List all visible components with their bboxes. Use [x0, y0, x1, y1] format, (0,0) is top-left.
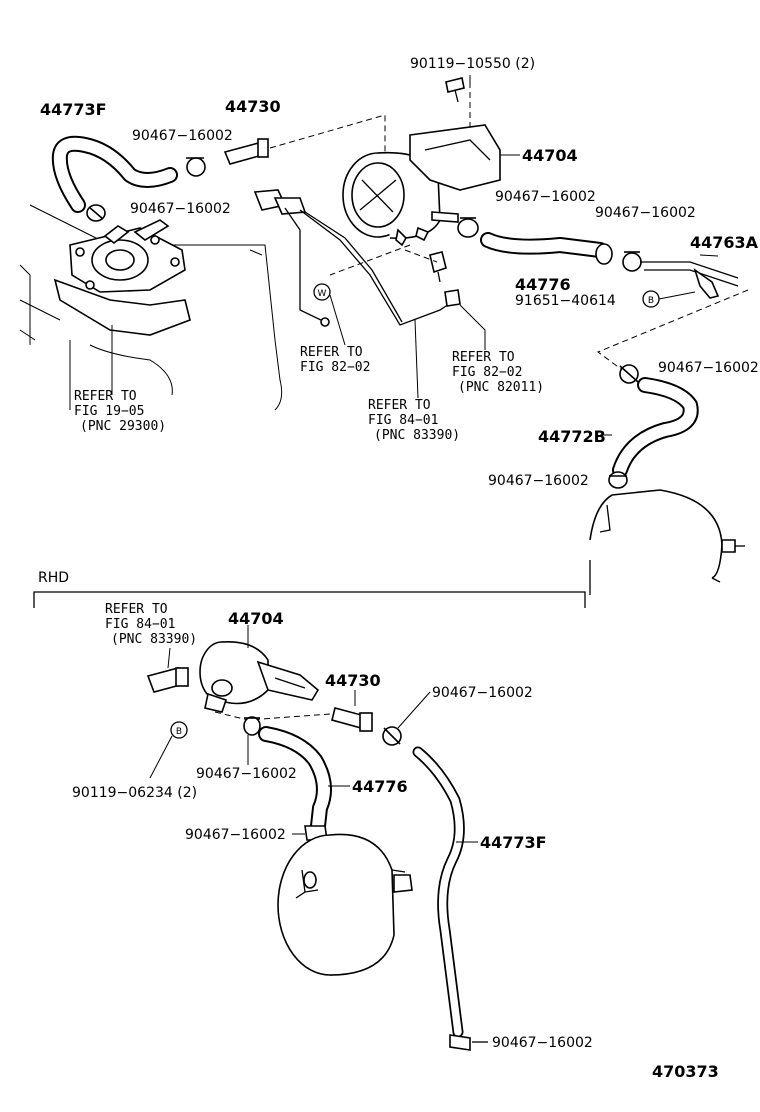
- svg-text:B: B: [176, 727, 182, 737]
- clamp-top-mid: [186, 157, 206, 177]
- dashed-boundary-right: [596, 289, 749, 373]
- ref-84-top-line2: FIG 84−01: [368, 413, 438, 428]
- ref-82-right-line2: FIG 82−02: [452, 365, 522, 380]
- part-44704-top: 44704: [522, 146, 578, 165]
- clamp-top-left: [86, 204, 106, 222]
- ref-19-line3: (PNC 29300): [80, 419, 166, 434]
- ref-19-line2: FIG 19−05: [74, 404, 144, 419]
- marker-b-top: B: [642, 290, 660, 308]
- leader-dashed-top: [269, 114, 386, 155]
- svg-text:B: B: [648, 296, 654, 306]
- part-44773f-top: 44773F: [40, 100, 107, 119]
- wire-harness-top: [253, 189, 456, 327]
- brake-booster-top: [342, 124, 501, 247]
- vacuum-pump: [53, 219, 191, 336]
- clamp-44772b-bottom: [608, 471, 628, 489]
- ref-84-rhd-line3: (PNC 83390): [111, 632, 197, 647]
- bolt-top: [445, 77, 465, 103]
- clamp-rhd-b: [382, 726, 402, 746]
- part-9046716002-d: 90467−16002: [595, 205, 696, 221]
- ref-84-rhd-line2: FIG 84−01: [105, 617, 175, 632]
- part-9046716002-j: 90467−16002: [492, 1035, 593, 1051]
- ref-82-left-line2: FIG 82−02: [300, 360, 370, 375]
- clamp-44772b-top: [619, 364, 639, 384]
- brake-booster-rhd-lower: [277, 833, 413, 976]
- part-44773f-rhd: 44773F: [480, 833, 547, 852]
- ref-19-line1: REFER TO: [74, 389, 137, 404]
- part-9046716002-e: 90467−16002: [658, 360, 759, 376]
- part-44776-top: 44776: [515, 275, 571, 294]
- brake-booster-right: [589, 489, 745, 595]
- part-44730-top: 44730: [225, 97, 281, 116]
- part-44730-rhd: 44730: [325, 671, 381, 690]
- part-9046716002-i: 90467−16002: [185, 827, 286, 843]
- vacuum-sensor-rhd: [146, 667, 189, 693]
- part-9011906234: 90119−06234 (2): [72, 785, 197, 801]
- brake-booster-rhd-upper: [199, 641, 320, 713]
- part-9011910550: 90119−10550 (2): [410, 56, 535, 72]
- part-9046716002-b: 90467−16002: [130, 201, 231, 217]
- ref-82-left-line1: REFER TO: [300, 345, 363, 360]
- part-9046716002-f: 90467−16002: [488, 473, 589, 489]
- rhd-label: RHD: [38, 570, 69, 586]
- part-9046716002-a: 90467−16002: [132, 128, 233, 144]
- figure-number: 470373: [652, 1062, 719, 1081]
- part-44776-rhd: 44776: [352, 777, 408, 796]
- part-9046716002-g: 90467−16002: [432, 685, 533, 701]
- ref-82-right-line1: REFER TO: [452, 350, 515, 365]
- part-44772b: 44772B: [538, 427, 606, 446]
- clamp-top-right-a: [457, 217, 479, 238]
- part-9165140614: 91651−40614: [515, 293, 616, 309]
- rhd-bracket: [33, 591, 586, 608]
- vacuum-sensor-top: [429, 251, 461, 307]
- ref-84-top-line3: (PNC 83390): [374, 428, 460, 443]
- clamp-rhd-a: [243, 716, 261, 736]
- ref-82-right-line3: (PNC 82011): [458, 380, 544, 395]
- svg-text:W: W: [318, 289, 327, 299]
- part-44704-rhd: 44704: [228, 609, 284, 628]
- part-9046716002-h: 90467−16002: [196, 766, 297, 782]
- marker-w: W: [313, 283, 331, 301]
- marker-b-rhd: B: [170, 721, 188, 739]
- pipe-44763a: [640, 261, 739, 299]
- check-valve-44730-rhd: [331, 707, 373, 732]
- part-9046716002-c: 90467−16002: [495, 189, 596, 205]
- ref-84-rhd-line1: REFER TO: [105, 602, 168, 617]
- check-valve-44730-top: [223, 138, 269, 165]
- engine-block: [19, 204, 283, 411]
- clamp-rhd-d: [449, 1034, 488, 1051]
- part-44763a: 44763A: [690, 233, 759, 252]
- ref-84-top-line1: REFER TO: [368, 398, 431, 413]
- clamp-top-right-b: [622, 251, 642, 272]
